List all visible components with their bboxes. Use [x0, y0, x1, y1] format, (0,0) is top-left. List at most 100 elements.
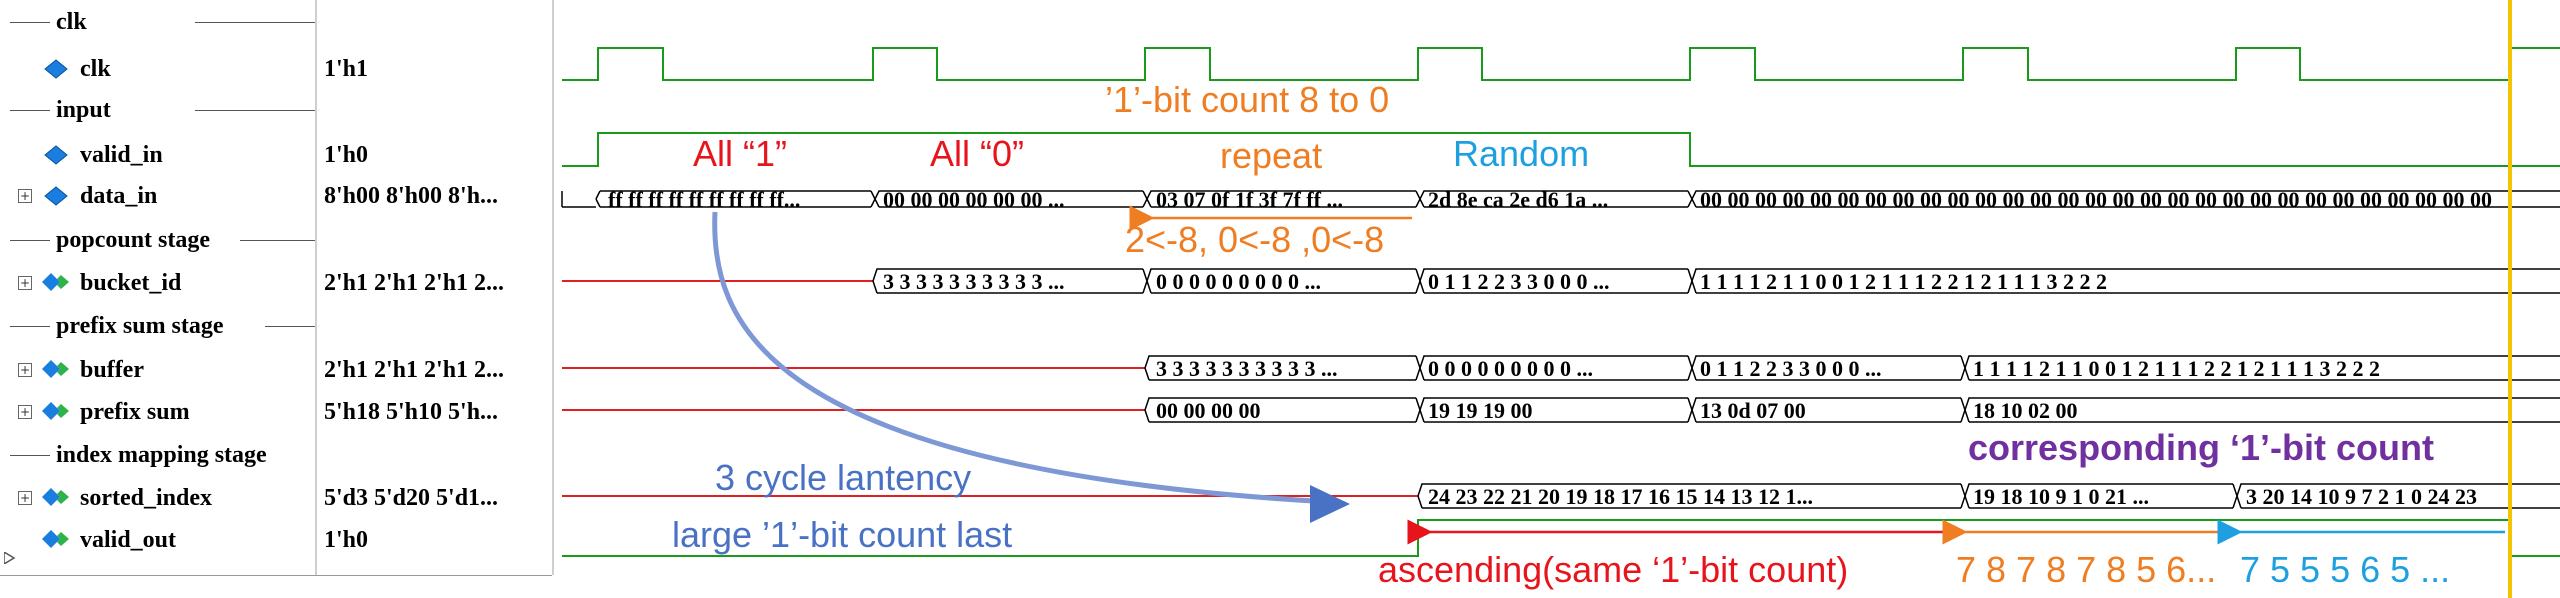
group-label: prefix sum stage — [52, 313, 228, 339]
signal-name: bucket_id — [80, 270, 182, 296]
expand-icon[interactable]: + — [18, 405, 32, 419]
value-text: 2'h1 2'h1 2'h1 2... — [324, 357, 505, 383]
signal-internal-icon — [42, 360, 69, 378]
value-data-in: 8'h00 8'h00 8'h... — [316, 174, 552, 216]
bus-segment-text: ff ff ff ff ff ff ff ff ff... — [608, 187, 800, 212]
value-bucket-id: 2'h1 2'h1 2'h1 2... — [316, 261, 552, 303]
signal-internal-icon — [42, 273, 69, 291]
bus-segment-text: 24 23 22 21 20 19 18 17 16 15 14 13 12 1… — [1428, 484, 1813, 509]
group-clk[interactable]: clk — [0, 2, 315, 42]
bus-segment-text: 1 1 1 1 2 1 1 0 0 1 2 1 1 1 2 2 1 2 1 1 … — [1973, 356, 2380, 381]
signal-row-sorted-index[interactable]: + sorted_index — [0, 476, 315, 518]
buffer-bus — [1144, 355, 2560, 381]
group-input[interactable]: input — [0, 90, 315, 130]
signal-diamond-icon — [44, 145, 68, 165]
annotation-seq-orange: 7 8 7 8 7 8 5 6... — [1956, 549, 2216, 590]
annotation-all1: All “1” — [693, 133, 787, 174]
divider — [10, 22, 50, 23]
value-clk: 1'h1 — [316, 47, 552, 89]
data-in-bus — [561, 190, 2560, 208]
signal-diamond-icon — [44, 186, 68, 206]
signal-name: clk — [80, 56, 111, 82]
annotation-large-last: large ’1’-bit count last — [672, 514, 1012, 555]
group-label: clk — [52, 9, 91, 35]
value-text: 1'h1 — [324, 56, 369, 82]
value-valid-in: 1'h0 — [316, 133, 552, 175]
value-text: 2'h1 2'h1 2'h1 2... — [324, 270, 505, 296]
waveform-pane[interactable]: ff ff ff ff ff ff ff ff ff... 00 00 00 0… — [560, 0, 2560, 598]
annotation-all0: All “0” — [930, 133, 1024, 174]
bus-segment-text: 0 0 0 0 0 0 0 0 0 ... — [1428, 356, 1593, 381]
divider — [240, 240, 315, 241]
group-label: input — [52, 97, 115, 123]
bucket-id-bus — [872, 268, 2560, 294]
value-buffer: 2'h1 2'h1 2'h1 2... — [316, 348, 552, 390]
signal-row-clk[interactable]: clk — [0, 47, 315, 89]
signal-name: sorted_index — [80, 485, 212, 511]
expand-icon[interactable]: + — [18, 189, 32, 203]
signal-row-buffer[interactable]: + buffer — [0, 348, 315, 390]
expand-icon[interactable]: + — [18, 276, 32, 290]
signal-row-valid-out[interactable]: valid_out — [0, 518, 315, 560]
signal-internal-icon — [42, 530, 69, 548]
valid-in-wave — [562, 132, 2560, 167]
pane-splitter[interactable] — [552, 0, 554, 575]
divider — [265, 326, 315, 327]
bus-segment-text: 0 1 1 2 2 3 3 0 0 0 ... — [1428, 269, 1610, 294]
cursor-marker-icon — [4, 552, 16, 564]
bus-segment-text: 3 3 3 3 3 3 3 3 3 3 ... — [1156, 356, 1338, 381]
waveform-canvas[interactable]: ff ff ff ff ff ff ff ff ff... 00 00 00 0… — [560, 0, 2560, 598]
divider — [10, 240, 50, 241]
pane-splitter[interactable] — [315, 0, 317, 575]
clk-wave — [562, 47, 2560, 81]
value-sorted-index: 5'd3 5'd20 5'd1... — [316, 476, 552, 518]
annotation-ascending: ascending(same ‘1’-bit count) — [1378, 549, 1848, 590]
divider — [195, 110, 315, 111]
signal-row-valid-in[interactable]: valid_in — [0, 133, 315, 175]
bus-segment-text: 19 19 19 00 — [1428, 398, 1533, 423]
prefix-sum-bus — [1144, 397, 2560, 423]
divider — [10, 110, 50, 111]
group-prefix-sum[interactable]: prefix sum stage — [0, 306, 315, 346]
annotation-latency: 3 cycle lantency — [715, 457, 971, 498]
bus-segment-text: 00 00 00 00 — [1156, 398, 1261, 423]
bus-segment-text: 00 00 00 00 00 00 ... — [883, 187, 1065, 212]
group-index-mapping[interactable]: index mapping stage — [0, 435, 315, 475]
bus-segment-text: 0 1 1 2 2 3 3 0 0 0 ... — [1700, 356, 1882, 381]
signal-name: valid_in — [80, 142, 163, 168]
expand-icon[interactable]: + — [18, 491, 32, 505]
annotation-random: Random — [1453, 133, 1589, 174]
annotation-corresponding: corresponding ‘1’-bit count — [1968, 427, 2434, 468]
bus-segment-text: 0 0 0 0 0 0 0 0 0 ... — [1156, 269, 1321, 294]
value-valid-out: 1'h0 — [316, 518, 552, 560]
value-text: 1'h0 — [324, 527, 369, 553]
bus-segment-text: 03 07 0f 1f 3f 7f ff ... — [1156, 187, 1343, 212]
expand-icon[interactable]: + — [18, 363, 32, 377]
value-text: 5'h18 5'h10 5'h... — [324, 399, 499, 425]
divider — [10, 455, 50, 456]
value-text: 1'h0 — [324, 142, 369, 168]
divider — [10, 326, 50, 327]
group-label: popcount stage — [52, 227, 215, 253]
signal-internal-icon — [42, 488, 69, 506]
annotation-shift: 2<-8, 0<-8 ,0<-8 — [1125, 219, 1384, 260]
bus-segment-text: 2d 8e ca 2e d6 1a ... — [1428, 187, 1608, 212]
value-text: 5'd3 5'd20 5'd1... — [324, 485, 499, 511]
group-label: index mapping stage — [52, 442, 271, 468]
signal-row-prefix-sum[interactable]: + prefix sum — [0, 390, 315, 432]
bus-segment-text: 13 0d 07 00 — [1700, 398, 1806, 423]
bus-segment-text: 3 20 14 10 9 7 2 1 0 24 23 — [2246, 484, 2477, 509]
signal-name: buffer — [80, 357, 144, 383]
bus-segment-text: 3 3 3 3 3 3 3 3 3 3 ... — [883, 269, 1065, 294]
signal-name: prefix sum — [80, 399, 190, 425]
divider — [195, 22, 315, 23]
signal-name-pane: clk clk input valid_in + data_in popcoun… — [0, 0, 315, 575]
bus-segment-text: 18 10 02 00 — [1973, 398, 2078, 423]
divider — [0, 575, 552, 576]
signal-row-data-in[interactable]: + data_in — [0, 174, 315, 216]
latency-arrow — [712, 211, 1331, 505]
annotation-repeat: repeat — [1220, 135, 1322, 176]
signal-value-pane: 1'h1 1'h0 8'h00 8'h00 8'h... 2'h1 2'h1 2… — [316, 0, 552, 575]
signal-row-bucket-id[interactable]: + bucket_id — [0, 261, 315, 303]
group-popcount[interactable]: popcount stage — [0, 220, 315, 260]
